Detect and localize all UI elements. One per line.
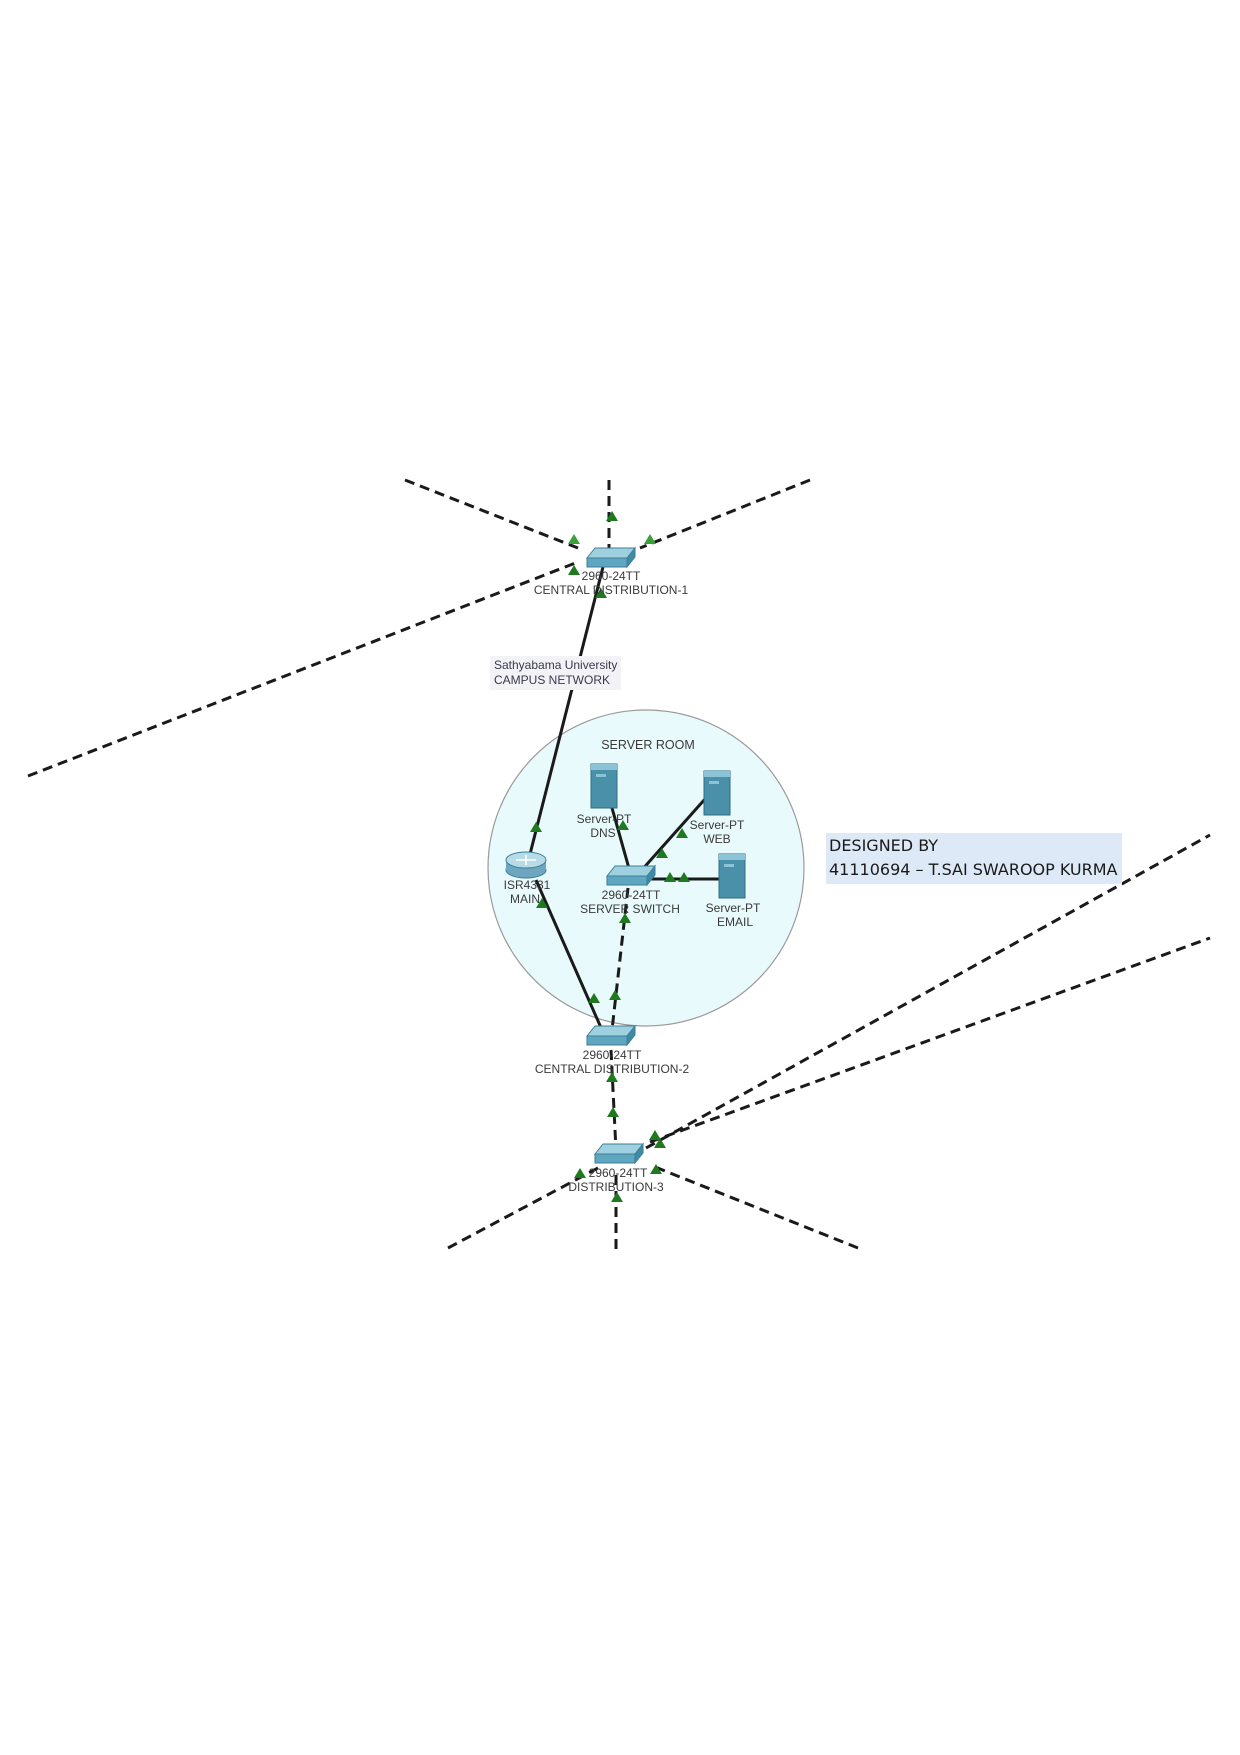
link-up-indicator [588, 993, 600, 1003]
link-up-indicator [676, 828, 688, 838]
designer-credit: DESIGNED BY 41110694 – T.SAI SWAROOP KUR… [826, 833, 1122, 884]
link-status-indicators [530, 511, 690, 1202]
server-switch-name-label: SERVER SWITCH [580, 902, 680, 916]
server-dns[interactable] [590, 763, 618, 809]
server-icon-top [719, 854, 745, 860]
switch-server-switch[interactable] [605, 864, 657, 887]
server-switch-model-label: 2960-24TT [602, 888, 661, 902]
link-d3-right-a [645, 833, 1211, 1150]
server-icon-slot [724, 864, 734, 867]
cd1-model-label: 2960-24TT [582, 569, 641, 583]
switch-icon-front [586, 557, 628, 568]
switch-icon-front [586, 1035, 628, 1046]
campus-note-box: Sathyabama University CAMPUS NETWORK [490, 656, 622, 690]
link-up-indicator [568, 565, 580, 575]
campus-note: Sathyabama University CAMPUS NETWORK [490, 656, 622, 690]
link-web-server-switch [638, 798, 707, 873]
server-icon-slot [596, 774, 606, 777]
link-up-indicator [644, 534, 656, 544]
link-up-indicator [607, 1107, 619, 1117]
link-up-indicator [611, 1192, 623, 1202]
link-up-indicator [654, 1138, 666, 1148]
email-model-label: Server-PT [706, 901, 761, 915]
router-name-label: MAIN [510, 892, 540, 906]
cd2-model-label: 2960-24TT [583, 1048, 642, 1062]
link-up-indicator [606, 511, 618, 521]
link-up-indicator [606, 1072, 618, 1082]
server-icon [718, 853, 746, 899]
link-up-indicator [609, 990, 621, 1000]
link-server-switch-cd2 [610, 887, 630, 1031]
server-icon [590, 763, 618, 809]
link-cd1-far-left [27, 560, 579, 778]
switch-central-distribution-1[interactable] [585, 546, 637, 569]
dns-name-label: DNS [590, 826, 615, 840]
d3-name-label: DISTRIBUTION-3 [568, 1180, 664, 1194]
link-d3-lower-right [649, 1163, 859, 1250]
link-dns-server-switch [610, 807, 632, 873]
switch-icon-side [634, 1142, 644, 1165]
router-main[interactable] [505, 851, 547, 879]
cd2-name-label: CENTRAL DISTRIBUTION-2 [535, 1062, 690, 1076]
switch-icon-front [606, 875, 648, 886]
dashed-links [27, 478, 1211, 1250]
dns-model-label: Server-PT [577, 812, 632, 826]
credit-author: 41110694 – T.SAI SWAROOP KURMA [829, 860, 1118, 879]
server-icon-slot [709, 781, 719, 784]
link-d3-lower-left [447, 1166, 599, 1250]
link-up-indicator [536, 898, 548, 908]
cd1-name-label: CENTRAL DISTRIBUTION-1 [534, 583, 689, 597]
web-model-label: Server-PT [690, 818, 745, 832]
link-up-indicator [574, 1168, 586, 1178]
link-up-indicator [656, 848, 668, 858]
web-name-label: WEB [703, 832, 730, 846]
link-cd1-upper-right [639, 478, 811, 550]
server-icon-top [704, 771, 730, 777]
link-up-indicator [650, 1164, 662, 1174]
link-cd2-d3 [609, 1049, 618, 1151]
link-up-indicator [664, 872, 676, 882]
router-arrows-icon [516, 855, 536, 865]
note-line-2: CAMPUS NETWORK [494, 673, 611, 687]
link-up-indicator [530, 822, 542, 832]
server-room-label: SERVER ROOM [601, 738, 695, 752]
link-up-indicator [678, 872, 690, 882]
switch-icon-front [594, 1153, 636, 1164]
switch-icon-side [626, 546, 636, 569]
link-up-indicator [649, 1130, 661, 1140]
switch-distribution-3[interactable] [593, 1142, 645, 1165]
link-cd1-router [526, 566, 605, 863]
switch-icon-side [646, 864, 656, 887]
link-d3-right-b [649, 936, 1211, 1144]
link-up-indicator [568, 534, 580, 544]
link-router-cd2 [534, 879, 604, 1031]
note-line-1: Sathyabama University [494, 658, 618, 672]
server-icon-top [591, 764, 617, 770]
server-web[interactable] [703, 770, 731, 816]
link-up-indicator [619, 913, 631, 923]
link-up-indicator [595, 588, 607, 598]
link-cd1-upper-left [404, 478, 579, 550]
server-email[interactable] [718, 853, 746, 899]
d3-model-label: 2960-24TT [589, 1166, 648, 1180]
email-name-label: EMAIL [717, 915, 753, 929]
switch-icon-side [626, 1024, 636, 1047]
solid-links [526, 566, 720, 1031]
link-up-indicator [617, 820, 629, 830]
router-model-label: ISR4331 [504, 878, 551, 892]
server-icon [703, 770, 731, 816]
switch-central-distribution-2[interactable] [585, 1024, 637, 1047]
credit-heading: DESIGNED BY [829, 836, 939, 855]
